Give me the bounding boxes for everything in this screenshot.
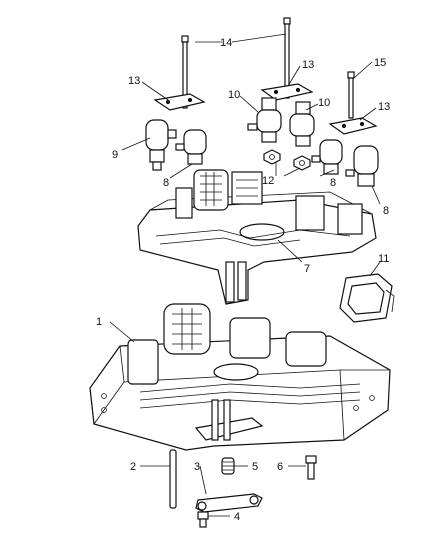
callout-8-right: 8 xyxy=(383,205,389,217)
plug-5 xyxy=(221,457,235,475)
leader-lines xyxy=(109,33,381,517)
solenoid-8-right xyxy=(345,145,379,187)
solenoid-10-left xyxy=(247,97,282,143)
callout-11: 11 xyxy=(378,253,389,265)
short-bolt xyxy=(347,71,355,119)
callout-1: 1 xyxy=(96,316,102,328)
callout-10-left: 10 xyxy=(228,89,240,101)
callout-10-right: 10 xyxy=(318,97,330,109)
solenoid-9 xyxy=(145,119,177,171)
callout-12: 12 xyxy=(262,175,274,187)
callout-13-middle: 13 xyxy=(302,59,314,71)
pin-2 xyxy=(169,449,177,509)
solenoid-8-middle xyxy=(311,139,343,175)
solenoid-8-left xyxy=(175,129,207,165)
bracket-left xyxy=(153,93,206,111)
callout-6: 6 xyxy=(277,461,283,473)
nuts-12 xyxy=(263,149,311,171)
bracket-middle xyxy=(260,83,314,101)
upper-housing xyxy=(137,169,377,305)
lower-valve-body xyxy=(89,303,391,451)
connector-11 xyxy=(339,273,395,323)
callout-9: 9 xyxy=(112,149,118,161)
lever-3 xyxy=(195,493,263,513)
screw-4 xyxy=(197,511,209,528)
callout-13-right: 13 xyxy=(378,101,390,113)
callout-4: 4 xyxy=(234,511,240,523)
callout-3: 3 xyxy=(194,461,200,473)
callout-14: 14 xyxy=(220,37,232,49)
solenoid-10-right xyxy=(289,101,315,147)
callout-2: 2 xyxy=(130,461,136,473)
callout-8-middle: 8 xyxy=(330,177,336,189)
callout-13-left: 13 xyxy=(128,75,140,87)
screw-6 xyxy=(305,455,317,480)
callout-8-left: 8 xyxy=(163,177,169,189)
callout-5: 5 xyxy=(252,461,258,473)
callout-labels: 1 2 3 5 6 4 7 8 8 8 9 10 10 11 12 13 13 … xyxy=(96,37,390,523)
callout-7: 7 xyxy=(304,263,310,275)
callout-15: 15 xyxy=(374,57,386,69)
bracket-right xyxy=(328,117,378,135)
